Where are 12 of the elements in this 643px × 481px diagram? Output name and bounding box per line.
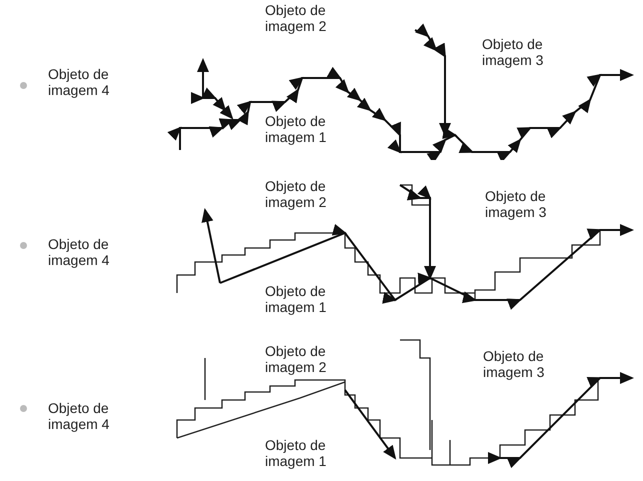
object-label: Objeto de imagem 2 [265, 343, 328, 375]
object-label: Objeto de imagem 4 [48, 400, 110, 432]
object-label: Objeto de imagem 1 [265, 283, 328, 315]
object-label: Objeto de imagem 3 [485, 188, 548, 220]
object-label: Objeto de imagem 4 [48, 66, 110, 98]
object-label: Objeto de imagem 1 [265, 113, 328, 145]
object-label: Objeto de imagem 1 [265, 437, 328, 469]
object-label: Objeto de imagem 2 [265, 2, 328, 34]
object-label: Objeto de imagem 3 [483, 348, 546, 380]
object-label: Objeto de imagem 3 [482, 36, 544, 68]
object-label: Objeto de imagem 2 [265, 178, 328, 210]
object-label: Objeto de imagem 4 [48, 236, 110, 268]
